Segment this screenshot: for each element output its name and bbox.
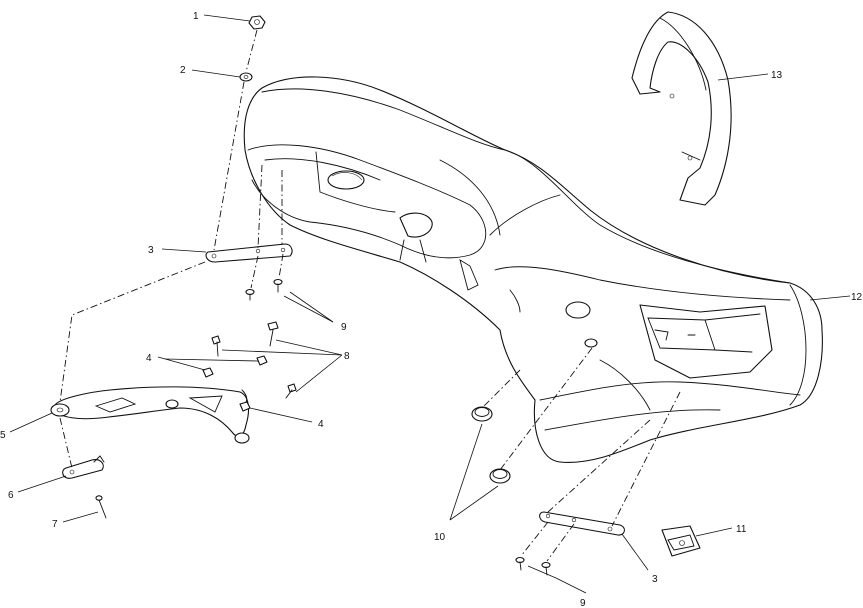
part-5-hinge-bracket bbox=[50, 386, 250, 444]
callout-6: 6 bbox=[8, 490, 14, 501]
callout-10: 10 bbox=[434, 532, 446, 543]
part-7-pin bbox=[95, 495, 107, 519]
callout-labels: 1 2 3 9 4 8 4 5 6 7 10 3 11 9 12 13 bbox=[0, 11, 863, 608]
part-6-link bbox=[62, 455, 105, 479]
part-3-plate-upper bbox=[205, 243, 293, 263]
part-13-bracket bbox=[631, 11, 732, 206]
callout-4-left: 4 bbox=[146, 353, 152, 364]
callout-3-upper: 3 bbox=[148, 245, 154, 256]
callout-5: 5 bbox=[0, 430, 6, 441]
part-9-screws-lower bbox=[515, 556, 551, 576]
callout-12: 12 bbox=[851, 292, 863, 303]
callout-7: 7 bbox=[52, 519, 58, 530]
callout-8: 8 bbox=[344, 351, 350, 362]
callout-13: 13 bbox=[771, 70, 783, 81]
part-10-bumpers bbox=[471, 338, 598, 484]
part-11-latch bbox=[661, 525, 701, 557]
part-8-bolts bbox=[211, 321, 297, 399]
part-1-nut bbox=[248, 15, 266, 30]
part-4-nuts bbox=[202, 355, 268, 412]
part-2-washer bbox=[239, 72, 253, 82]
part-3-plate-lower bbox=[539, 511, 626, 536]
part-9-screws-upper bbox=[245, 278, 283, 301]
callout-4-right: 4 bbox=[318, 419, 324, 430]
alignment-lines bbox=[59, 29, 681, 562]
callout-3-lower: 3 bbox=[652, 574, 658, 585]
callout-11: 11 bbox=[736, 524, 747, 535]
callout-1: 1 bbox=[193, 11, 199, 22]
leader-lines bbox=[9, 14, 851, 594]
callout-2: 2 bbox=[180, 65, 186, 76]
callout-9-upper: 9 bbox=[341, 322, 347, 333]
seat-assembly bbox=[243, 76, 823, 463]
callout-9-lower: 9 bbox=[580, 598, 586, 608]
